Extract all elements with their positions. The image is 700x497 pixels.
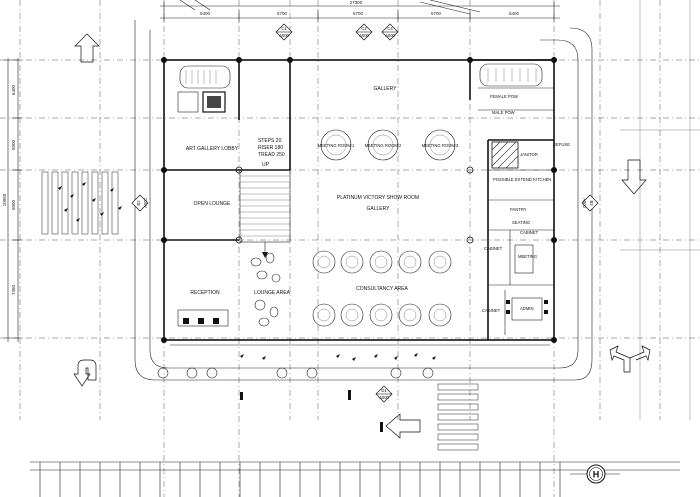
grid-tag-d1: D1 A000 — [375, 385, 393, 403]
lounge-seats — [250, 252, 281, 327]
grid-tag-c2: C2 A000 — [355, 23, 373, 41]
dim-top-5: 5400 — [509, 11, 520, 16]
dim-left-3: 5000 — [11, 199, 16, 210]
dim-top-2: 5700 — [277, 11, 288, 16]
reception-desk — [177, 309, 229, 327]
tag-b2-ref: A000 — [143, 197, 148, 207]
arrow-left-icon — [385, 413, 421, 439]
dim-left-total: 10950 — [2, 193, 7, 206]
label-open-lounge: OPEN LOUNGE — [194, 201, 231, 207]
label-cabinet-left: CABINET — [484, 246, 503, 251]
label-cabinet-low: CABINET — [482, 308, 501, 313]
bollards — [240, 390, 383, 432]
label-admin: ADMIN — [520, 306, 534, 311]
main-steps — [239, 169, 291, 258]
room-labels: GALLERY ART GALLERY LOBBY STEPS 20 RISER… — [186, 86, 570, 313]
label-reception: RECEPTION — [190, 290, 220, 296]
tag-c2-num: C2 — [361, 26, 367, 31]
column-markers — [161, 57, 557, 343]
tag-b3-num: B3 — [589, 200, 594, 206]
stair-top-right — [479, 63, 543, 87]
label-up: UP — [262, 162, 270, 168]
building-walls — [163, 59, 555, 346]
h-marker-icon: H — [570, 464, 620, 484]
tag-b3-ref: A000 — [582, 198, 587, 208]
tag-c1-num: C1 — [281, 26, 287, 31]
top-dimensions: 27300 5400 5700 5700 5700 5400 — [160, 0, 560, 22]
label-tread: TREAD 250 — [258, 152, 285, 158]
admin-furniture — [506, 244, 548, 321]
dim-overall: 27300 — [350, 0, 363, 5]
janitor-hatch — [491, 141, 519, 169]
stair-top-left — [177, 65, 231, 113]
label-cabinet-top: CABINET — [520, 230, 539, 235]
dim-top-3: 5700 — [353, 11, 364, 16]
dim-left-4: 7350 — [11, 284, 16, 295]
label-janitor: JANITOR — [520, 152, 538, 157]
label-consultancy: CONSULTANCY AREA — [356, 286, 408, 292]
meeting-room-1-table — [320, 129, 352, 161]
label-gallery: GALLERY — [374, 86, 398, 92]
tag-c1-ref: A000 — [279, 33, 289, 38]
dim-left-2: 5000 — [11, 139, 16, 150]
consultancy-tables — [312, 250, 452, 327]
grid-tag-b2: B2 A000 — [131, 194, 149, 212]
dim-left-1: 6400 — [11, 84, 16, 95]
label-kitchen: POSSIBLE EXTEND KITCHEN — [493, 177, 551, 182]
label-meeting-2: MEETING ROOM 2 — [365, 143, 402, 148]
tag-c4-ref: A000 — [385, 33, 395, 38]
zebra-crossing-left — [41, 171, 119, 235]
left-dimensions: 6400 5000 5000 7350 10950 — [2, 58, 22, 342]
dim-top-4: 5700 — [431, 11, 442, 16]
label-riser: RISER 180 — [258, 145, 283, 151]
label-seating: SEATING — [512, 220, 530, 225]
label-showroom: PLATINUM VICTORY SHOW ROOM — [337, 195, 419, 201]
tag-b2-num: B2 — [136, 200, 141, 206]
label-meeting-3: MEETING ROOM 3 — [422, 143, 459, 148]
label-meeting-small: MEETING — [518, 254, 537, 259]
tag-d1-ref: A000 — [379, 395, 389, 400]
split-arrow-icon — [609, 345, 651, 373]
label-refuse: REFUSE — [553, 142, 570, 147]
site-curb — [30, 0, 700, 497]
grid-tag-c4: C4 A000 — [381, 23, 399, 41]
tree-symbols — [58, 182, 436, 361]
label-art-lobby: ART GALLERY LOBBY — [186, 146, 239, 152]
u-turn-arrow-icon — [73, 359, 97, 387]
label-meeting-1: MEETING ROOM 1 — [318, 143, 355, 148]
arrow-down-icon — [621, 159, 647, 195]
planters — [157, 367, 434, 379]
label-showroom-gallery: GALLERY — [367, 206, 391, 212]
tag-c2-ref: A000 — [359, 33, 369, 38]
label-female: FEMALE POW — [490, 94, 518, 99]
grid-tag-b3: B3 A000 — [581, 194, 599, 212]
label-steps: STEPS 20 — [258, 138, 282, 144]
label-pantry: PANTRY — [510, 207, 527, 212]
label-male: MALE POW — [492, 110, 515, 115]
tag-d1-num: D1 — [381, 388, 387, 393]
label-lounge-area: LOUNGE AREA — [254, 290, 291, 296]
north-arrow-up-icon — [74, 33, 100, 63]
zebra-crossing-bottom — [437, 383, 479, 451]
tag-c4-num: C4 — [387, 26, 393, 31]
meeting-room-3-table — [424, 129, 456, 161]
grid-tag-c1: C1 A000 — [275, 23, 293, 41]
dim-top-1: 5400 — [200, 11, 211, 16]
meeting-room-2-table — [367, 129, 399, 161]
h-marker-label: H — [593, 470, 600, 480]
